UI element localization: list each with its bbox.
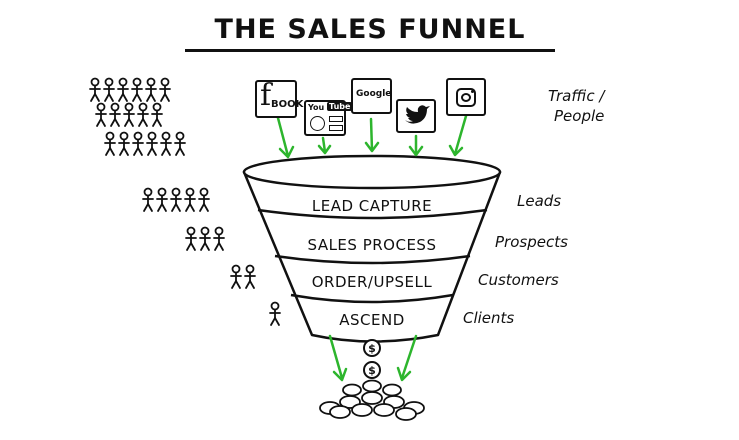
person-icon-traffic (174, 131, 186, 156)
youtube-tube-text: Tube (327, 102, 353, 111)
person-icon-prospects (199, 226, 211, 251)
person-icon-traffic (109, 102, 121, 127)
person-icon-traffic (118, 131, 130, 156)
funnel-band-1 (257, 208, 488, 220)
person-icon-leads (184, 187, 196, 212)
person-icon-traffic (89, 77, 101, 102)
person-icon-traffic (160, 131, 172, 156)
youtube-list-item (329, 125, 343, 131)
label-traffic-line1: Traffic / (548, 87, 605, 105)
title-underline (185, 49, 555, 52)
person-icon-traffic (95, 102, 107, 127)
stage-sales-process: SALES PROCESS (307, 236, 437, 254)
funnel (242, 154, 502, 343)
funnel-band-3 (290, 293, 454, 304)
svg-text:$: $ (368, 364, 376, 377)
google-icon: Google (351, 78, 392, 114)
person-icon-traffic (137, 102, 149, 127)
instagram-lens (461, 93, 471, 102)
svg-text:$: $ (368, 342, 376, 355)
person-icon-customers (244, 264, 256, 289)
facebook-text: BOOK (271, 99, 304, 110)
arrow-youtube (317, 136, 332, 155)
funnel-band-2 (274, 254, 471, 265)
people-groups (89, 77, 281, 326)
person-icon-prospects (213, 226, 225, 251)
label-prospects: Prospects (495, 233, 568, 251)
diagram-title: THE SALES FUNNEL (214, 14, 526, 45)
facebook-icon: f BOOK (255, 78, 303, 118)
person-icon-prospects (185, 226, 197, 251)
google-text: Google (356, 89, 392, 99)
instagram-flash (471, 90, 474, 93)
twitter-bird-icon (405, 105, 430, 124)
label-leads: Leads (517, 192, 562, 210)
label-customers: Customers (478, 271, 559, 289)
arrow-output-left (328, 334, 348, 382)
arrow-twitter (408, 134, 424, 157)
output-arrows (328, 334, 418, 382)
person-icon-traffic (104, 131, 116, 156)
instagram-icon (446, 78, 486, 116)
person-icon-traffic (123, 102, 135, 127)
arrow-instagram (448, 114, 468, 157)
arrow-facebook (276, 116, 295, 159)
label-clients: Clients (463, 309, 515, 327)
arrow-google (364, 117, 380, 153)
person-icon-traffic (131, 77, 143, 102)
arrow-output-right (396, 334, 418, 382)
stage-order-upsell: ORDER/UPSELL (311, 273, 433, 291)
label-traffic-line2: People (554, 107, 605, 125)
youtube-icon: You Tube (304, 100, 353, 136)
twitter-icon (396, 99, 436, 133)
facebook-letter: f (260, 78, 272, 113)
youtube-you-text: You (308, 103, 325, 112)
person-icon-traffic (151, 102, 163, 127)
person-icon-leads (198, 187, 210, 212)
dollar-coin-icon: $ (363, 339, 381, 357)
person-icon-traffic (145, 77, 157, 102)
stage-ascend: ASCEND (339, 311, 405, 329)
dollar-coin-icon: $ (363, 361, 381, 379)
youtube-video-thumb (310, 116, 325, 131)
instagram-camera-body (456, 88, 476, 107)
funnel-rim (242, 154, 502, 190)
person-icon-traffic (146, 131, 158, 156)
person-icon-leads (142, 187, 154, 212)
person-icon-leads (156, 187, 168, 212)
dollar-coins: $ $ (363, 339, 381, 379)
person-icon-clients (269, 301, 281, 326)
person-icon-traffic (159, 77, 171, 102)
person-icon-customers (230, 264, 242, 289)
source-arrows (276, 114, 468, 159)
coin-pile (319, 379, 425, 421)
person-icon-traffic (103, 77, 115, 102)
person-icon-traffic (132, 131, 144, 156)
person-icon-leads (170, 187, 182, 212)
person-icon-traffic (117, 77, 129, 102)
youtube-list-item (329, 116, 343, 122)
stage-lead-capture: LEAD CAPTURE (311, 197, 433, 215)
